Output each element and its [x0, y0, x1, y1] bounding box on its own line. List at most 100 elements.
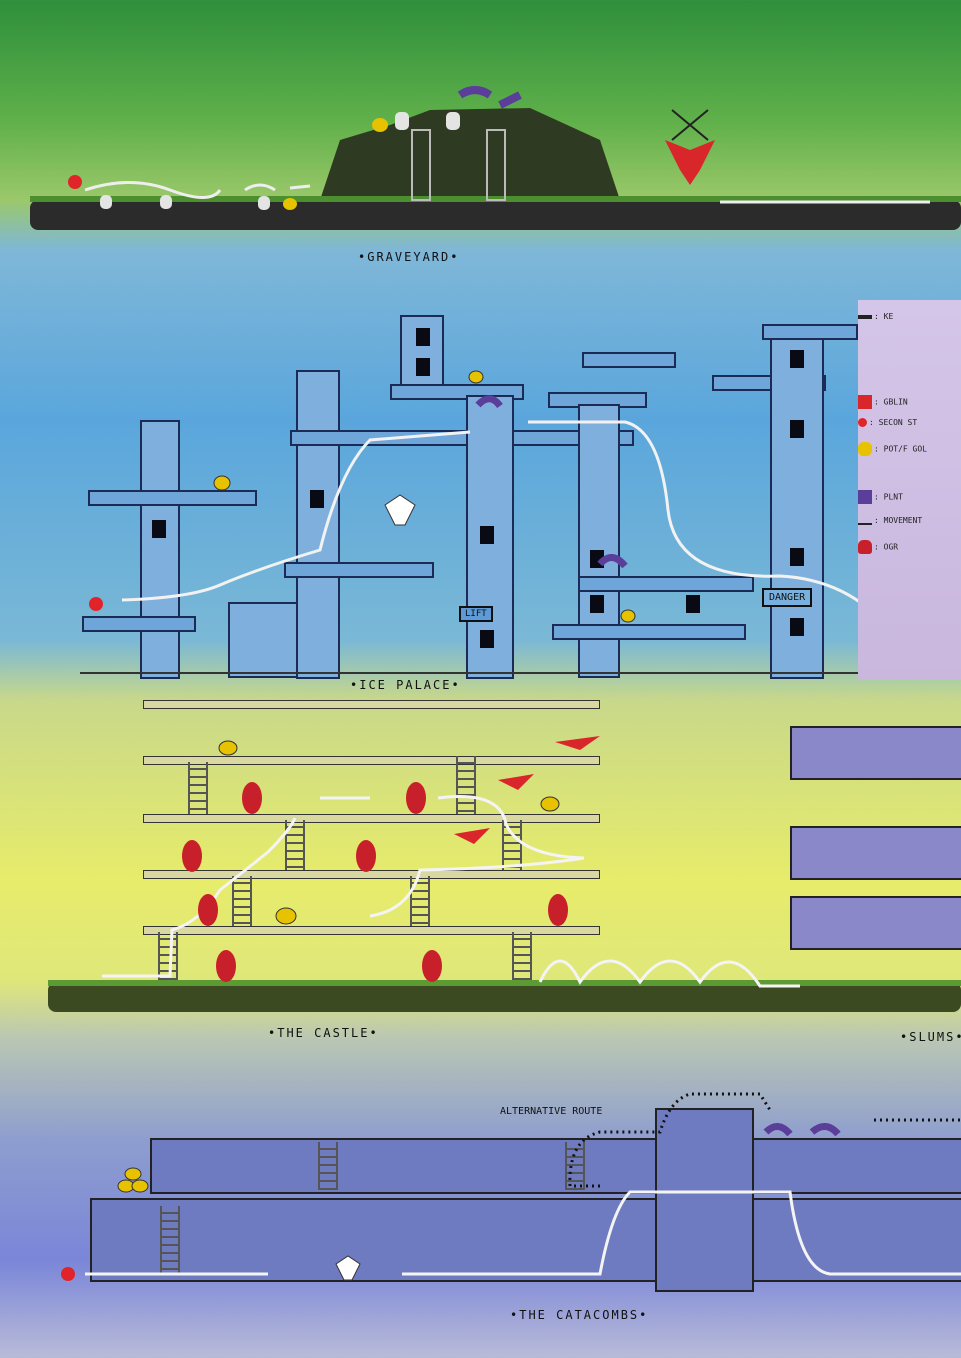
graveyard-hill	[320, 108, 620, 200]
stone-icon	[858, 418, 867, 427]
ogre	[548, 894, 568, 926]
castle-ground	[48, 982, 961, 1012]
catacomb-tower	[655, 1108, 754, 1292]
ice-platform	[762, 324, 858, 340]
movement-arrows	[671, 109, 709, 141]
pot-of-gold	[213, 475, 231, 491]
ladder	[410, 876, 430, 926]
ice-column	[140, 420, 180, 679]
ice-platform	[82, 616, 196, 632]
route-arrow	[84, 181, 930, 204]
legend-plant: : PLNT	[858, 490, 903, 504]
ladder	[512, 932, 532, 982]
goblin-icon	[858, 395, 872, 409]
pot-of-gold	[131, 1179, 149, 1193]
legend-pot-of-gold: : POT/F GOL	[858, 442, 927, 456]
ladder	[502, 820, 522, 870]
gravestone	[258, 196, 270, 210]
gravestone	[395, 112, 409, 130]
ladder	[456, 756, 476, 814]
pot-of-gold	[620, 609, 636, 623]
danger-sign: DANGER	[762, 588, 813, 607]
section-label-graveyard: •GRAVEYARD•	[358, 250, 460, 264]
goblin	[665, 140, 715, 185]
window	[790, 420, 804, 438]
castle-panel: •THE CASTLE• •SLUMS•	[0, 690, 961, 1050]
plant	[763, 1123, 793, 1137]
window	[416, 358, 430, 376]
ogre	[406, 782, 426, 814]
section-label-catacombs: •THE CATACOMBS•	[510, 1308, 649, 1322]
window	[310, 490, 324, 508]
start-marker	[68, 175, 82, 189]
catacomb-upper-tier	[150, 1138, 961, 1194]
catacombs-scene	[61, 1092, 961, 1281]
window	[686, 595, 700, 613]
goblin	[454, 828, 490, 844]
gravestone	[100, 195, 112, 209]
castle-floor	[143, 700, 600, 709]
castle-floor	[143, 814, 600, 823]
ice-platform	[290, 430, 634, 446]
gravestone	[160, 195, 172, 209]
castle-floor	[143, 756, 600, 765]
ice-platform	[578, 576, 754, 592]
section-label-ice-palace: •ICE PALACE•	[350, 678, 461, 692]
window	[416, 328, 430, 346]
ogre	[242, 782, 262, 814]
window	[480, 526, 494, 544]
ghost	[384, 494, 416, 526]
ogre	[182, 840, 202, 872]
ice-column	[228, 602, 304, 678]
window	[790, 618, 804, 636]
window	[480, 630, 494, 648]
catacombs-panel: ALTERNATIVE ROUTE •THE CATACOMBS•	[0, 1080, 961, 1358]
graveyard-scene	[30, 86, 961, 230]
castle-floor	[143, 926, 600, 935]
alternative-route	[568, 1092, 961, 1188]
ladder	[486, 129, 506, 201]
pot-of-gold	[124, 1167, 142, 1181]
ogre	[422, 950, 442, 982]
pot-of-gold	[218, 740, 238, 756]
ghost	[335, 1255, 361, 1281]
legend-key: : KE	[858, 312, 893, 321]
route-arrow	[121, 420, 907, 651]
ice-palace-route	[80, 370, 907, 674]
pot-of-gold	[468, 370, 484, 384]
start-marker	[61, 1267, 75, 1281]
window	[790, 350, 804, 368]
movement-arrows-icon	[858, 522, 872, 525]
ice-platform	[552, 624, 746, 640]
window	[790, 548, 804, 566]
pot-of-gold	[372, 118, 388, 132]
slum-building	[790, 896, 961, 950]
ladder	[232, 876, 252, 926]
key-icon	[858, 314, 872, 319]
castle-floor	[143, 870, 600, 879]
section-label-castle: •THE CASTLE•	[268, 1026, 379, 1040]
lift-sign: LIFT	[459, 606, 493, 622]
ice-platform	[284, 562, 434, 578]
ogre	[216, 950, 236, 982]
alternative-route-label: ALTERNATIVE ROUTE	[500, 1106, 603, 1117]
pot-of-gold	[283, 198, 297, 210]
window	[590, 595, 604, 613]
ladder	[158, 932, 178, 982]
pot-of-gold	[540, 796, 560, 812]
goblin	[498, 774, 534, 790]
gravestone	[446, 112, 460, 130]
plant	[809, 1123, 841, 1137]
section-label-slums: •SLUMS•	[900, 1030, 961, 1044]
plant	[597, 554, 628, 569]
ladder	[411, 129, 431, 201]
plant	[475, 395, 503, 409]
goblin	[555, 736, 600, 750]
ice-column	[296, 370, 340, 679]
castle-scene	[48, 736, 961, 1012]
ogre	[198, 894, 218, 926]
ice-platform	[88, 490, 257, 506]
ladder	[318, 1142, 338, 1190]
slum-building	[790, 826, 961, 880]
ogre-icon	[858, 540, 872, 554]
